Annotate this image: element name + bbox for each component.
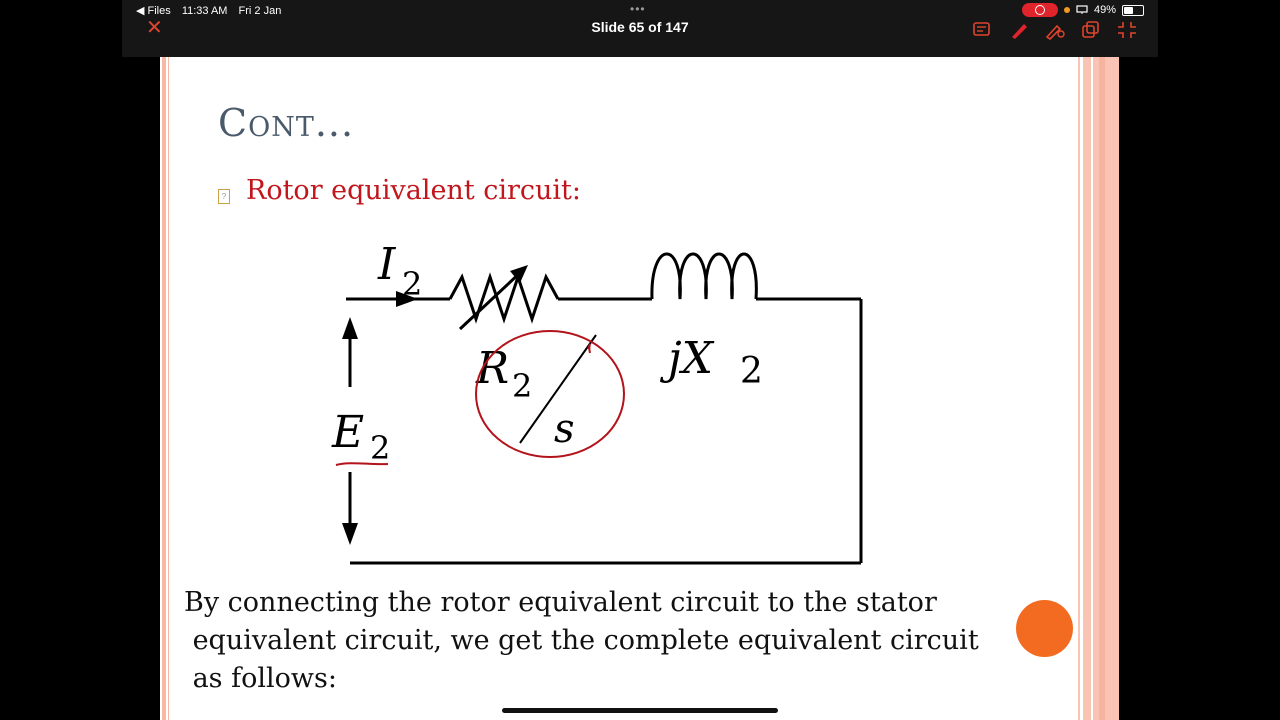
emf-subscript: 2 — [370, 429, 390, 467]
mic-indicator-icon — [1063, 7, 1070, 13]
status-left: ◀ Files 11:33 AM Fri 2 Jan — [136, 4, 289, 17]
resistance-label: R — [475, 343, 509, 394]
paragraph-line: By connecting the rotor equivalent circu… — [184, 587, 937, 618]
back-to-files-link[interactable]: ◀ Files — [136, 5, 171, 17]
pen-icon[interactable] — [1008, 20, 1030, 40]
ink-underline-annotation — [335, 462, 389, 466]
slide-border-stripe — [1091, 57, 1093, 720]
home-indicator[interactable] — [502, 708, 778, 713]
slide-border-stripe — [1080, 57, 1083, 720]
status-right: 49% — [1021, 3, 1144, 17]
emf-arrowhead-down — [342, 523, 358, 545]
battery-percent: 49% — [1093, 4, 1116, 16]
bullet-icon: ? — [218, 189, 230, 204]
status-bar: ◀ Files 11:33 AM Fri 2 Jan ✕ ••• Slide 6… — [122, 0, 1158, 57]
variable-resistor — [448, 272, 560, 324]
slide-subheading: Rotor equivalent circuit: — [246, 175, 582, 206]
reactance-subscript: 2 — [740, 351, 763, 392]
status-date: Fri 2 Jan — [238, 5, 282, 17]
slide-border-left — [162, 57, 166, 720]
annotation-toolbar — [972, 20, 1138, 40]
slide-indicator: Slide 65 of 147 — [591, 19, 689, 35]
current-arrowhead — [396, 291, 418, 307]
fraction-slash — [519, 334, 597, 444]
current-label: I — [377, 239, 397, 290]
pencil-settings-icon[interactable] — [1044, 20, 1066, 40]
resistor-arrow-line — [458, 269, 524, 331]
resistor-arrowhead — [510, 265, 528, 283]
slide-border-right — [1078, 57, 1119, 720]
rotor-circuit-diagram: I 2 R 2 s jX 2 E 2 — [331, 239, 863, 565]
battery-icon — [1122, 4, 1144, 16]
paragraph-line: equivalent circuit, we get the complete … — [184, 625, 979, 656]
slide-border-left-thin — [168, 57, 169, 720]
duplicate-icon[interactable] — [1080, 20, 1102, 40]
slip-label: s — [554, 406, 575, 452]
caption-icon[interactable] — [972, 20, 994, 40]
inductor-coil — [650, 252, 758, 300]
slide: Cont... ? Rotor equivalent circuit: I 2 … — [160, 57, 1119, 720]
current-subscript: 2 — [402, 265, 422, 303]
emf-arrowhead-up — [342, 317, 358, 339]
close-icon[interactable]: ✕ — [146, 17, 163, 39]
more-dots-icon[interactable]: ••• — [630, 2, 646, 16]
slide-heading: Cont... — [218, 101, 355, 145]
laser-pointer-dot — [1016, 600, 1073, 657]
status-time: 11:33 AM — [181, 5, 228, 17]
screen-mirror-icon — [1076, 5, 1088, 14]
emf-label: E — [331, 407, 364, 458]
resistance-subscript: 2 — [512, 367, 532, 405]
collapse-icon[interactable] — [1116, 20, 1138, 40]
reactance-label: jX — [659, 333, 715, 384]
slide-border-stripe — [1099, 57, 1105, 720]
screen-record-icon — [1021, 3, 1058, 17]
paragraph-line: as follows: — [184, 663, 337, 694]
slide-paragraph: By connecting the rotor equivalent circu… — [184, 584, 979, 698]
ink-tick-annotation — [587, 343, 591, 354]
ink-circle-annotation — [475, 330, 625, 458]
